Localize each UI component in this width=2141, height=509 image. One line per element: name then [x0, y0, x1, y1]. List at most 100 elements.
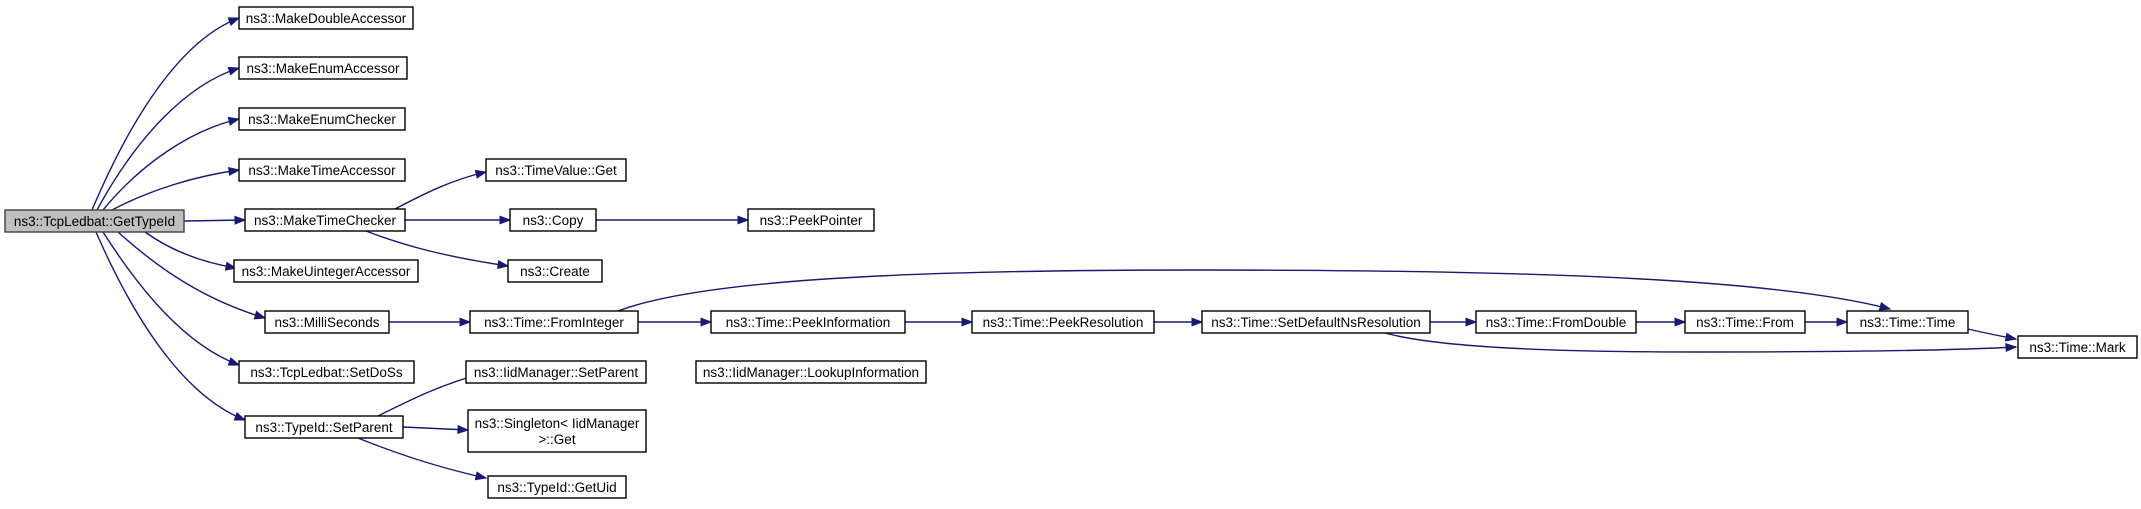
call-graph-nodes: ns3::TcpLedbat::GetTypeId ns3::MakeDouble…	[4, 6, 2138, 499]
call-edge-peekres-to-setdefres	[1154, 317, 1204, 327]
call-edge-milli-to-fromint	[389, 317, 472, 327]
node-peekres[interactable]: ns3::Time::PeekResolution	[971, 310, 1155, 334]
node-setdoss[interactable]: ns3::TcpLedbat::SetDoSs	[238, 360, 415, 384]
node-box	[4, 209, 185, 233]
node-label: ns3::TcpLedbat::SetDoSs	[250, 365, 403, 380]
node-singleton[interactable]: ns3::Singleton< IidManager>::Get	[467, 409, 647, 453]
node-box	[1201, 310, 1431, 334]
node-label: ns3::Time::SetDefaultNsResolution	[1211, 315, 1421, 330]
node-box	[509, 208, 597, 232]
arrowhead-icon	[2004, 332, 2018, 342]
node-mktimechk[interactable]: ns3::MakeTimeChecker	[244, 208, 406, 232]
arrowhead-icon	[1465, 317, 1478, 327]
node-box	[465, 360, 647, 384]
node-fromint[interactable]: ns3::Time::FromInteger	[469, 310, 639, 334]
arrowhead-icon	[499, 215, 512, 225]
node-label: ns3::Time::PeekResolution	[983, 315, 1144, 330]
call-edge-fromint-to-timetime	[617, 269, 1892, 312]
node-box	[971, 310, 1155, 334]
arrowhead-icon	[961, 317, 974, 327]
arrowhead-icon	[700, 317, 713, 327]
node-mkuintacc[interactable]: ns3::MakeUintegerAccessor	[233, 259, 419, 283]
arrowhead-icon	[253, 310, 267, 320]
node-setdefres[interactable]: ns3::Time::SetDefaultNsResolution	[1201, 310, 1431, 334]
node-getuid[interactable]: ns3::TypeId::GetUid	[487, 475, 627, 499]
node-timetime[interactable]: ns3::Time::Time	[1846, 310, 1969, 334]
node-box	[1846, 310, 1969, 334]
node-peekptr[interactable]: ns3::PeekPointer	[747, 208, 875, 232]
arrowhead-icon	[2005, 343, 2018, 353]
node-box	[710, 310, 906, 334]
arrowhead-icon	[457, 424, 470, 434]
call-edge-setdefres-to-mark	[1384, 332, 2018, 353]
node-create[interactable]: ns3::Create	[507, 259, 603, 283]
node-mkenumchk[interactable]: ns3::MakeEnumChecker	[238, 107, 406, 131]
arrowhead-icon	[1836, 317, 1849, 327]
node-label: ns3::PeekPointer	[760, 213, 863, 228]
call-edge-fromdouble-to-from	[1636, 317, 1687, 327]
node-box	[1684, 310, 1806, 334]
call-edge-root-to-mktimechk	[183, 215, 247, 225]
node-mark[interactable]: ns3::Time::Mark	[2017, 335, 2138, 359]
node-mkenumacc[interactable]: ns3::MakeEnumAccessor	[238, 56, 408, 80]
node-box	[2017, 335, 2138, 359]
node-box	[747, 208, 875, 232]
node-root[interactable]: ns3::TcpLedbat::GetTypeId	[4, 209, 185, 233]
node-from[interactable]: ns3::Time::From	[1684, 310, 1806, 334]
node-milli[interactable]: ns3::MilliSeconds	[264, 310, 390, 334]
node-label: ns3::MakeTimeAccessor	[248, 163, 396, 178]
call-edge-mktimechk-to-tvget	[394, 169, 488, 210]
node-label: ns3::MakeEnumAccessor	[246, 61, 400, 76]
arrowhead-icon	[234, 215, 247, 225]
node-box	[469, 310, 639, 334]
arrowhead-icon	[227, 66, 241, 76]
node-label: ns3::TypeId::GetUid	[497, 480, 616, 495]
call-edge-copy-to-peekptr	[596, 215, 750, 225]
node-label: ns3::MilliSeconds	[274, 315, 379, 330]
arrowhead-icon	[459, 317, 472, 327]
node-box	[264, 310, 390, 334]
node-box	[244, 208, 406, 232]
arrowhead-icon	[737, 215, 750, 225]
node-iidlookup[interactable]: ns3::IidManager::LookupInformation	[695, 360, 927, 384]
node-label: ns3::Time::PeekInformation	[726, 315, 891, 330]
node-fromdouble[interactable]: ns3::Time::FromDouble	[1475, 310, 1637, 334]
node-label: ns3::Time::FromInteger	[484, 315, 624, 330]
call-edge-setparent-to-singleton	[402, 424, 470, 434]
node-tvget[interactable]: ns3::TimeValue::Get	[485, 158, 627, 182]
call-edge-root-to-setdoss	[102, 231, 241, 366]
call-edge-mktimechk-to-copy	[405, 215, 512, 225]
node-box	[238, 360, 415, 384]
arrowhead-icon	[1878, 301, 1892, 311]
call-edge-peekinfo-to-peekres	[905, 317, 974, 327]
node-box	[244, 415, 404, 439]
node-label: ns3::TcpLedbat::GetTypeId	[14, 214, 175, 229]
node-box	[233, 259, 419, 283]
node-label: ns3::Time::Mark	[2029, 340, 2126, 355]
node-peekinfo[interactable]: ns3::Time::PeekInformation	[710, 310, 906, 334]
node-box	[238, 56, 408, 80]
node-box	[695, 360, 927, 384]
arrowhead-icon	[474, 471, 488, 481]
arrowhead-icon	[227, 17, 241, 26]
node-label: ns3::MakeUintegerAccessor	[242, 264, 411, 279]
node-setparent[interactable]: ns3::TypeId::SetParent	[244, 415, 404, 439]
node-mktimeacc[interactable]: ns3::MakeTimeAccessor	[238, 158, 406, 182]
node-box	[238, 158, 406, 182]
call-edge-root-to-mkdouble	[91, 17, 241, 211]
node-mkdouble[interactable]: ns3::MakeDoubleAccessor	[238, 6, 414, 30]
call-edge-from-to-timetime	[1805, 317, 1849, 327]
node-box	[507, 259, 603, 283]
node-box	[238, 107, 406, 131]
call-edge-root-to-mktimeacc	[111, 166, 241, 211]
node-label: ns3::Copy	[523, 213, 584, 228]
node-copy[interactable]: ns3::Copy	[509, 208, 597, 232]
node-iidsetparent[interactable]: ns3::IidManager::SetParent	[465, 360, 647, 384]
node-box	[487, 475, 627, 499]
call-edge-root-to-mkenumchk	[102, 116, 241, 211]
node-box	[467, 409, 647, 453]
node-label: ns3::MakeDoubleAccessor	[246, 11, 407, 26]
arrowhead-icon	[474, 169, 488, 179]
arrowhead-icon	[227, 116, 241, 126]
